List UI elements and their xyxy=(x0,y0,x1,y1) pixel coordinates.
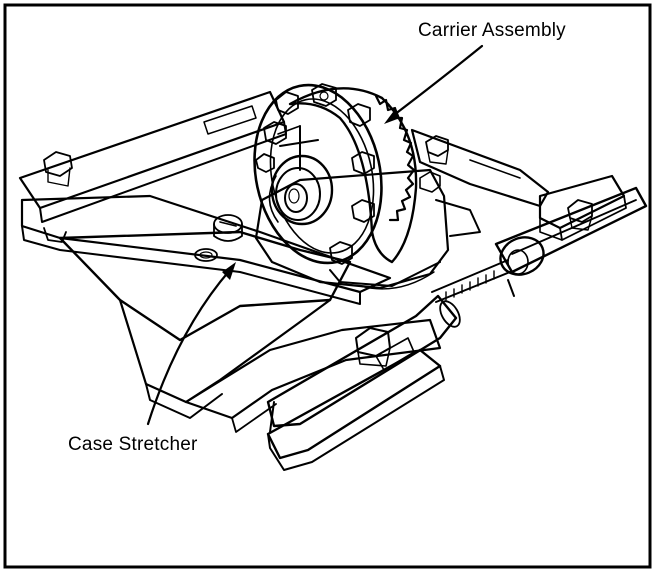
bolt-back-left xyxy=(43,151,73,243)
ring-gear-bolt-3 xyxy=(347,103,371,127)
ring-gear-bolt-4 xyxy=(351,151,375,175)
carrier-assembly-label: Carrier Assembly xyxy=(418,20,566,41)
ring-gear-bolt-6 xyxy=(329,241,353,265)
ring-gear-bolt-5 xyxy=(351,199,375,223)
bolt-plate-center xyxy=(213,214,243,242)
bolt-back-right xyxy=(425,135,449,165)
carrier-assembly xyxy=(253,83,450,290)
case-stretcher-label: Case Stretcher xyxy=(68,434,198,455)
ring-gear-bolt-1 xyxy=(275,91,299,115)
front-clevis xyxy=(266,294,461,471)
stretcher-screw xyxy=(431,174,648,303)
ring-gear-bolt-8 xyxy=(255,153,275,173)
ring-gear-bolt-2 xyxy=(311,83,337,107)
case-stretcher-leader xyxy=(146,262,236,426)
ring-gear-bolt-7 xyxy=(263,121,287,145)
carrier-assembly-leader xyxy=(384,44,484,124)
case-stretcher xyxy=(18,90,550,433)
